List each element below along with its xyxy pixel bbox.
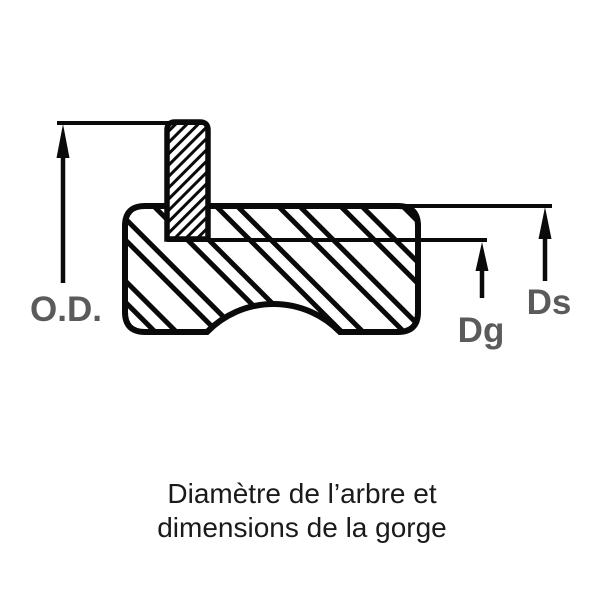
ds-label: Ds [527, 283, 572, 322]
packing-tab-outline [164, 119, 211, 242]
ds-arrow [538, 207, 552, 281]
od-arrow [56, 124, 70, 283]
dg-arrow [475, 242, 489, 298]
od-label: O.D. [30, 290, 102, 329]
caption-line-2: dimensions de la gorge [157, 512, 447, 543]
caption-line-1: Diamètre de l’arbre et [167, 478, 436, 509]
od-arrowhead-icon [56, 124, 70, 158]
caption: Diamètre de l’arbre et dimensions de la … [157, 478, 447, 543]
ds-arrowhead-icon [538, 207, 552, 239]
dg-label: Dg [458, 311, 505, 350]
packing-tab-shape [164, 119, 211, 242]
dg-arrowhead-icon [475, 242, 489, 271]
